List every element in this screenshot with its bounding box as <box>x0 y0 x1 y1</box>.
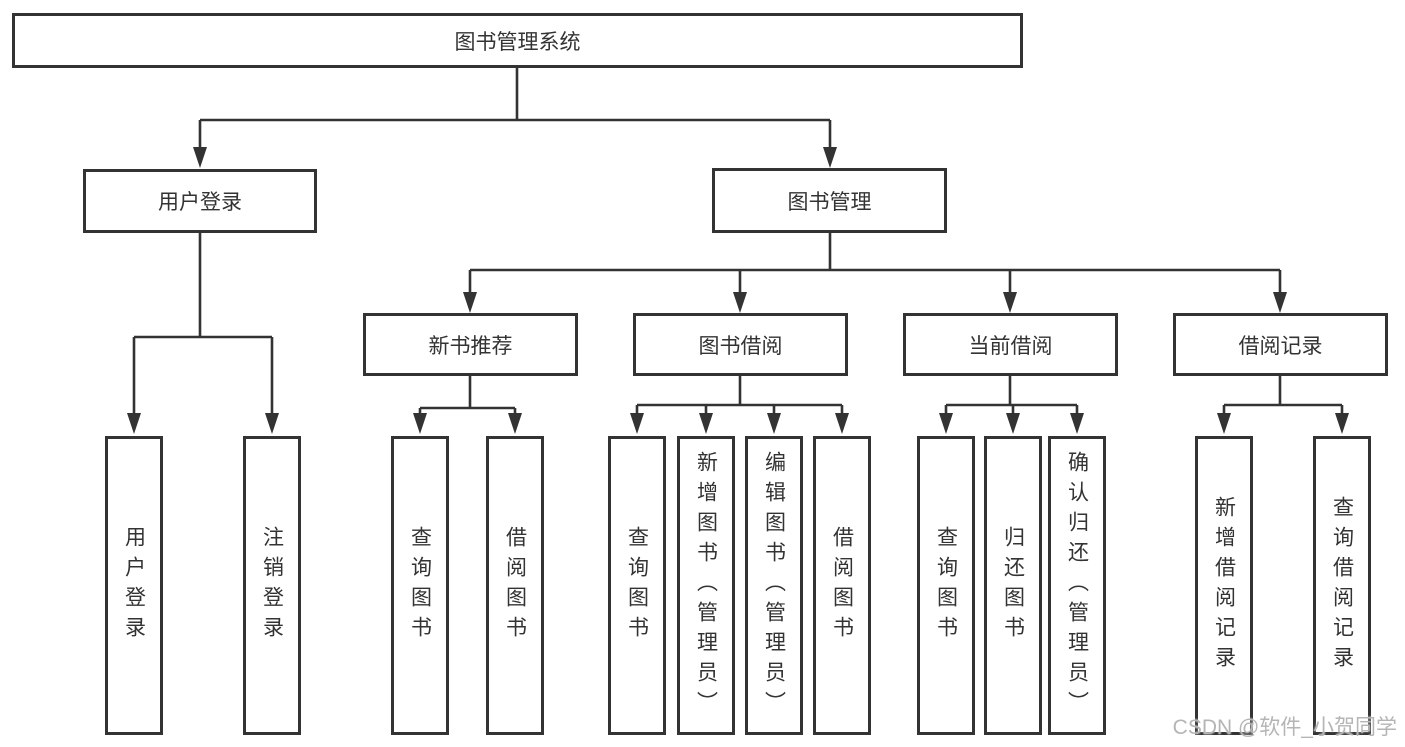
leaf-label: 查询图书 <box>625 525 649 646</box>
leaf-label: 用户登录 <box>122 525 146 646</box>
leaf-label: 注销登录 <box>260 525 284 646</box>
leaf-label: 借阅图书 <box>830 525 854 646</box>
node-label: 新书推荐 <box>428 334 513 358</box>
leaf-label: 新增借阅记录 <box>1212 495 1236 676</box>
node-label: 借阅记录 <box>1238 334 1323 358</box>
leaf-label: 确认归还（管理员） <box>1065 450 1089 721</box>
node-current-borrowing: 当前借阅 <box>903 313 1118 376</box>
node-label: 图书借阅 <box>698 334 783 358</box>
leaf-label: 查询借阅记录 <box>1330 495 1354 676</box>
node-library-management-system: 图书管理系统 <box>12 13 1023 68</box>
leaf-logout-login: 注销登录 <box>243 436 301 735</box>
leaf-label: 新增图书（管理员） <box>694 450 718 721</box>
node-label: 当前借阅 <box>968 334 1053 358</box>
leaf-label: 查询图书 <box>934 525 958 646</box>
leaf-user-login: 用户登录 <box>105 436 163 735</box>
leaf-add-books-admin: 新增图书（管理员） <box>677 436 735 735</box>
leaf-query-books-current: 查询图书 <box>917 436 975 735</box>
node-label: 用户登录 <box>158 191 242 214</box>
node-book-management: 图书管理 <box>712 168 947 233</box>
leaf-label: 归还图书 <box>1001 525 1025 646</box>
leaf-borrow-books-recommend: 借阅图书 <box>486 436 544 735</box>
leaf-query-books-recommend: 查询图书 <box>391 436 449 735</box>
watermark: CSDN @软件_小贺同学 <box>1172 716 1397 739</box>
node-new-book-recommendation: 新书推荐 <box>363 313 578 376</box>
leaf-return-books: 归还图书 <box>984 436 1042 735</box>
node-label: 图书管理 <box>787 190 872 214</box>
node-borrowing-records: 借阅记录 <box>1173 313 1388 376</box>
leaf-label: 查询图书 <box>408 525 432 646</box>
node-label: 图书管理系统 <box>454 30 581 54</box>
leaf-confirm-return-admin: 确认归还（管理员） <box>1048 436 1106 735</box>
node-book-borrowing: 图书借阅 <box>633 313 848 376</box>
node-user-login: 用户登录 <box>83 169 317 233</box>
leaf-query-borrow-record: 查询借阅记录 <box>1313 436 1371 735</box>
leaf-query-books-borrowing: 查询图书 <box>608 436 666 735</box>
leaf-add-borrow-record: 新增借阅记录 <box>1195 436 1253 735</box>
leaf-borrow-books-borrowing: 借阅图书 <box>813 436 871 735</box>
leaf-label: 借阅图书 <box>503 525 527 646</box>
leaf-edit-books-admin: 编辑图书（管理员） <box>745 436 803 735</box>
leaf-label: 编辑图书（管理员） <box>762 450 786 721</box>
